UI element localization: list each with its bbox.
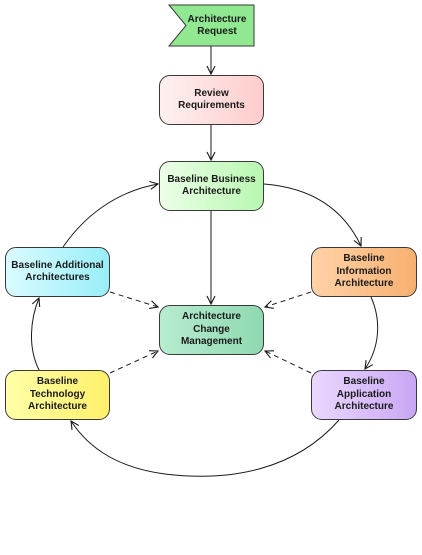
dashed-edge-technology-to-change <box>109 351 158 374</box>
node-baseline-information-architecture-label: Baseline Information Architecture <box>334 253 394 290</box>
edge-business-to-information <box>263 183 361 246</box>
node-review-requirements-label: Review Requirements <box>178 87 245 112</box>
node-baseline-application-architecture-label: Baseline Application Architecture <box>334 376 394 413</box>
node-architecture-request[interactable]: Architecture Request <box>178 6 256 46</box>
node-baseline-additional-architectures[interactable]: Baseline Additional Architectures <box>5 247 110 297</box>
node-architecture-change-management-label: Architecture Change Management <box>180 311 243 348</box>
edge-information-to-application <box>365 296 379 369</box>
dashed-edge-information-to-change <box>265 291 312 307</box>
node-baseline-technology-architecture[interactable]: Baseline Technology Architecture <box>5 370 110 420</box>
dashed-edge-additional-to-change <box>109 291 158 307</box>
node-baseline-application-architecture[interactable]: Baseline Application Architecture <box>311 370 417 420</box>
dashed-edge-application-to-change <box>265 351 312 374</box>
node-baseline-information-architecture[interactable]: Baseline Information Architecture <box>311 247 417 297</box>
edge-technology-to-additional <box>31 298 39 371</box>
node-baseline-technology-architecture-label: Baseline Technology Architecture <box>28 376 87 413</box>
edge-application-to-technology <box>71 419 340 477</box>
node-architecture-change-management[interactable]: Architecture Change Management <box>159 305 264 355</box>
node-baseline-additional-architectures-label: Baseline Additional Architectures <box>11 259 104 284</box>
node-architecture-request-label: Architecture Request <box>187 13 247 38</box>
edge-additional-to-business <box>62 184 158 248</box>
node-baseline-business-architecture-label: Baseline Business Architecture <box>167 173 256 198</box>
node-baseline-business-architecture[interactable]: Baseline Business Architecture <box>159 161 264 211</box>
node-review-requirements[interactable]: Review Requirements <box>159 75 264 125</box>
